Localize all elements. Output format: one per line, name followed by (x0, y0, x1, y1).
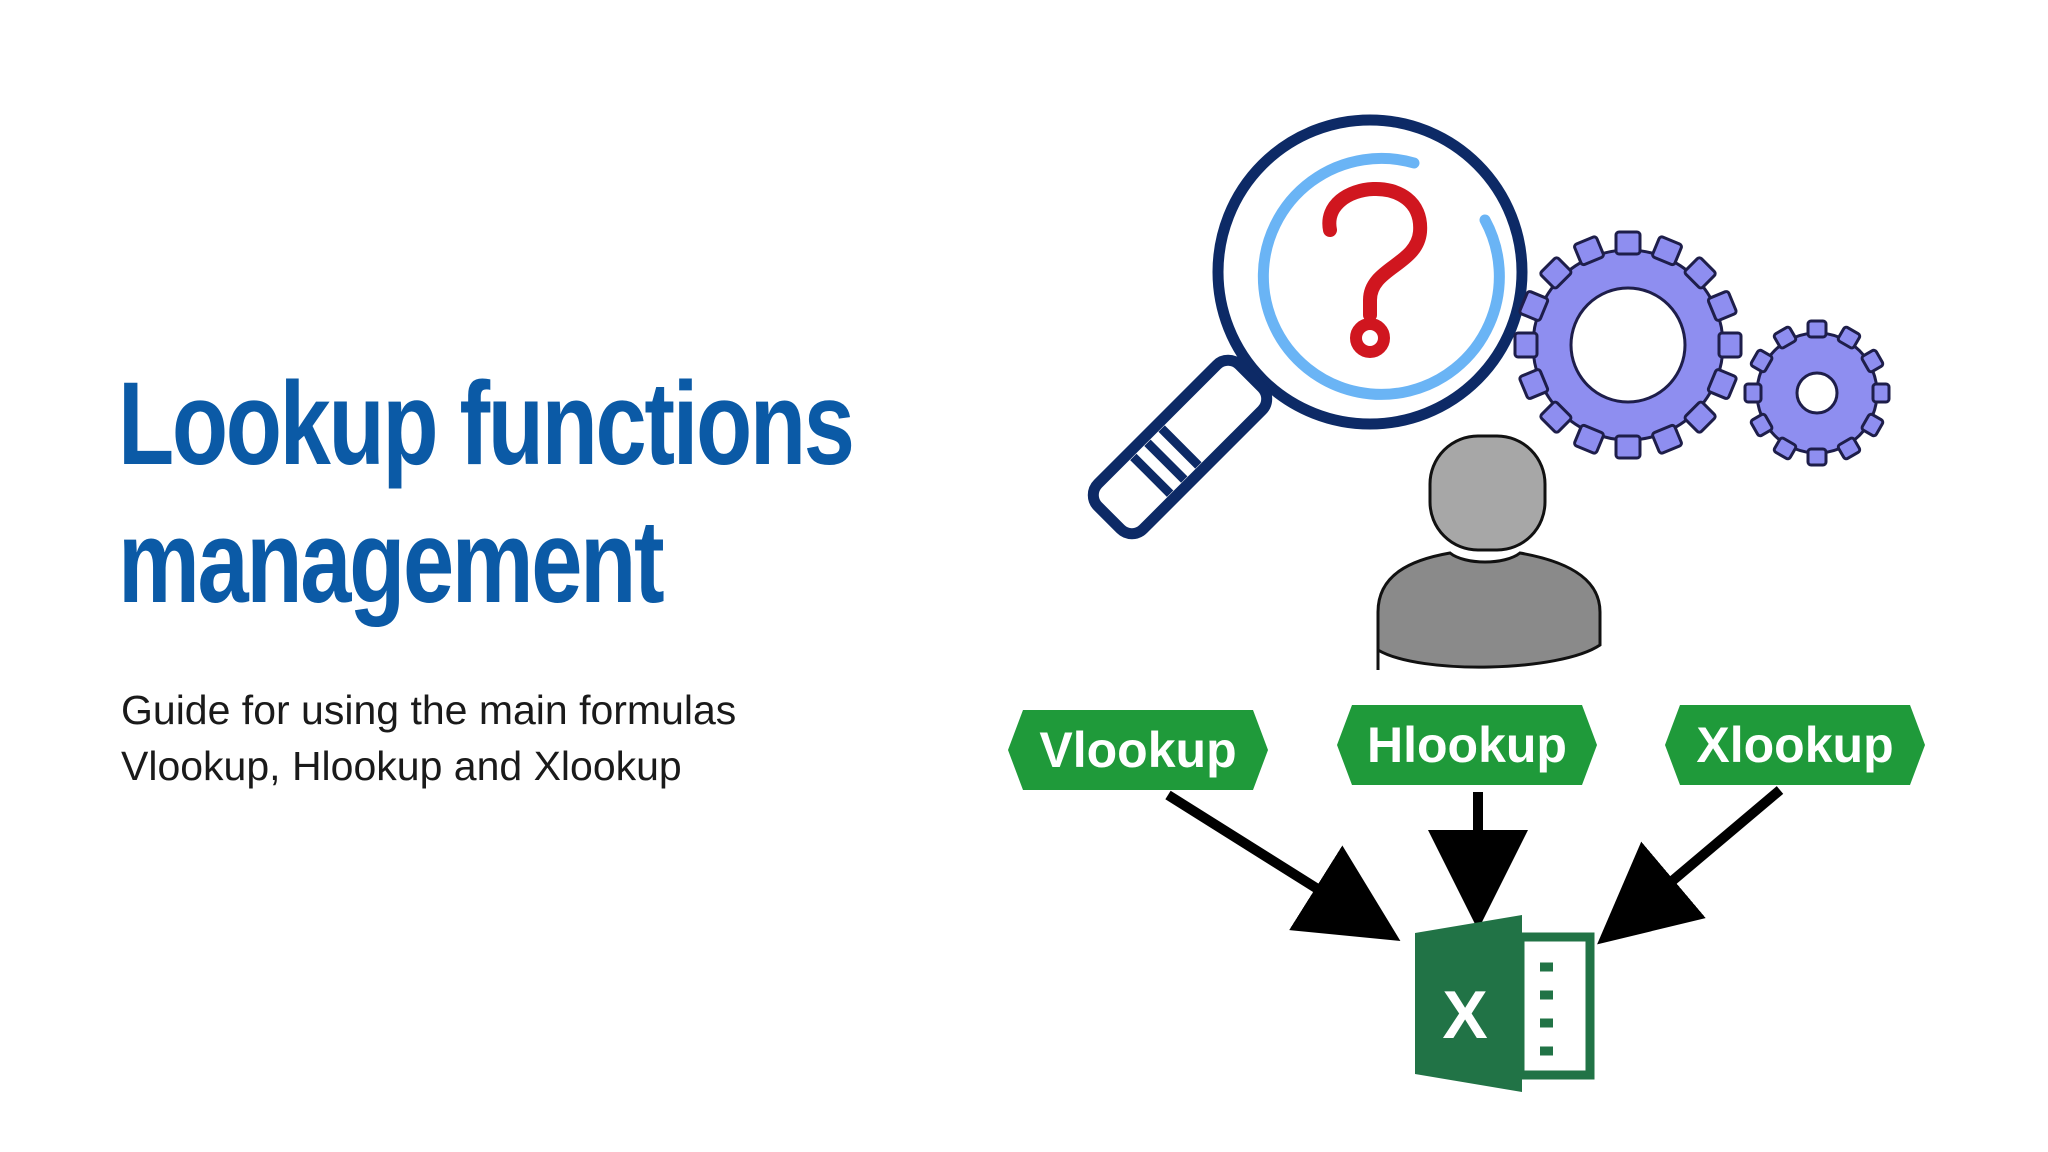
excel-letter: X (1442, 977, 1487, 1053)
magnifier-icon (1087, 114, 1528, 540)
gear-tooth (1614, 230, 1642, 256)
large-gear-icon (1513, 230, 1743, 460)
gear-tooth (1749, 412, 1774, 438)
gear-tooth (1806, 447, 1828, 467)
question-mark-icon (1322, 181, 1428, 358)
gear-tooth (1539, 256, 1573, 290)
gear-tooth (1860, 412, 1885, 438)
gear-tooth (1806, 319, 1828, 339)
gear-tooth (1683, 400, 1717, 434)
gear-tooth (1871, 382, 1891, 404)
excel-icon: X (1415, 915, 1595, 1092)
gear-tooth (1836, 325, 1862, 350)
gear-tooth (1518, 290, 1550, 322)
subtitle-line-2: Vlookup, Hlookup and Xlookup (121, 743, 682, 789)
small-gear-icon (1743, 319, 1891, 467)
illustration: Vlookup Hlookup Xlookup X (1008, 114, 1925, 1092)
tag-xlookup: Xlookup (1665, 705, 1925, 785)
title-line-1: Lookup functions (118, 358, 855, 490)
subtitle: Guide for using the main formulas Vlooku… (121, 682, 881, 794)
tag-hlookup-label: Hlookup (1367, 717, 1567, 773)
tag-vlookup-label: Vlookup (1039, 722, 1236, 778)
user-icon (1376, 434, 1602, 670)
tag-hlookup: Hlookup (1337, 705, 1597, 785)
gear-tooth (1749, 348, 1774, 374)
gear-tooth (1573, 423, 1605, 455)
gear-tooth (1683, 256, 1717, 290)
gear-tooth (1772, 436, 1798, 461)
gear-tooth (1717, 331, 1743, 359)
subtitle-line-1: Guide for using the main formulas (121, 687, 737, 733)
gears-icon (1513, 230, 1891, 467)
gear-tooth (1651, 235, 1683, 267)
gear-tooth (1513, 331, 1539, 359)
title-line-2: management (118, 496, 665, 628)
page-title: Lookup functions management (118, 355, 855, 631)
arrows (1165, 786, 1784, 945)
gear-tooth (1836, 436, 1862, 461)
gear-tooth (1772, 325, 1798, 350)
gear-tooth (1518, 368, 1550, 400)
gear-tooth (1573, 235, 1605, 267)
gear-tooth (1743, 382, 1763, 404)
tag-xlookup-label: Xlookup (1696, 717, 1893, 773)
gear-tooth (1614, 434, 1642, 460)
arrow-vlookup (1165, 790, 1401, 941)
gear-tooth (1539, 400, 1573, 434)
gear-tooth (1651, 423, 1683, 455)
arrow-xlookup (1597, 786, 1784, 945)
gear-tooth (1860, 348, 1885, 374)
gear-tooth (1706, 290, 1738, 322)
gear-tooth (1706, 368, 1738, 400)
tag-vlookup: Vlookup (1008, 710, 1268, 790)
